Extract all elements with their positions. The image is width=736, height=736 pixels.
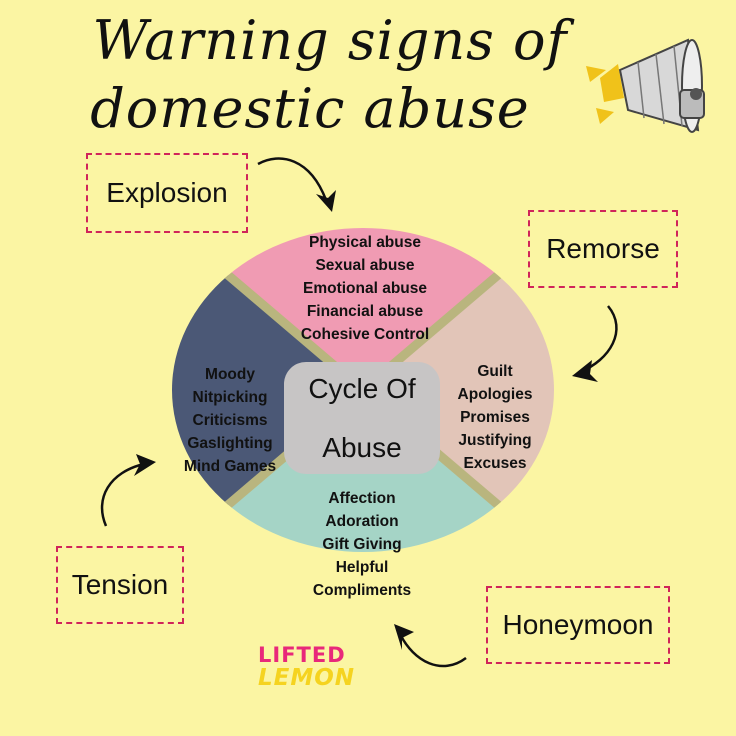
list-item: Apologies [457,386,533,403]
stage-explosion: Explosion [86,153,248,233]
list-item: Sexual abuse [315,257,415,274]
list-item: Cohesive Control [300,326,430,343]
arrow-remorse-to-wheel-icon [572,305,618,382]
list-item: Justifying [458,432,532,449]
megaphone-icon [586,38,705,133]
quadrant-top-list: Physical abuse Sexual abuse Emotional ab… [280,231,450,346]
list-item: Helpful [335,559,389,576]
list-item: Mind Games [183,458,277,475]
stage-remorse: Remorse [528,210,678,288]
list-item: Emotional abuse [302,280,428,297]
logo-line-2: LEMON [258,665,356,691]
stage-tension: Tension [56,546,184,624]
brand-logo: LIFTED LEMON [258,644,355,690]
list-item: Excuses [463,455,527,472]
list-item: Criticisms [192,412,268,429]
arrow-honeymoon-to-wheel-icon [394,624,467,668]
list-item: Gift Giving [322,536,402,553]
title-line-2: domestic abuse [90,77,530,140]
list-item: Moody [205,366,255,383]
quadrant-bottom-list: Affection Adoration Gift Giving Helpful … [292,487,432,602]
list-item: Guilt [477,363,513,380]
list-item: Compliments [312,582,412,599]
cycle-wheel [172,228,554,552]
arrow-explosion-to-wheel-icon [257,157,336,212]
center-label-line-1: Cycle Of [308,373,416,404]
list-item: Nitpicking [192,389,268,406]
list-item: Gaslighting [187,435,273,452]
logo-line-1: LIFTED [258,643,346,667]
quadrant-left-list: Moody Nitpicking Criticisms Gaslighting … [174,363,286,478]
center-box [284,362,440,474]
arrow-tension-to-wheel-icon [100,454,156,527]
list-item: Promises [460,409,530,426]
list-item: Adoration [325,513,399,530]
center-label-line-2: Abuse [322,432,402,463]
quadrant-right-list: Guilt Apologies Promises Justifying Excu… [440,360,550,475]
stage-honeymoon: Honeymoon [486,586,670,664]
list-item: Affection [328,490,396,507]
list-item: Physical abuse [308,234,421,251]
list-item: Financial abuse [306,303,424,320]
title-line-1: Warning signs of [92,9,568,72]
